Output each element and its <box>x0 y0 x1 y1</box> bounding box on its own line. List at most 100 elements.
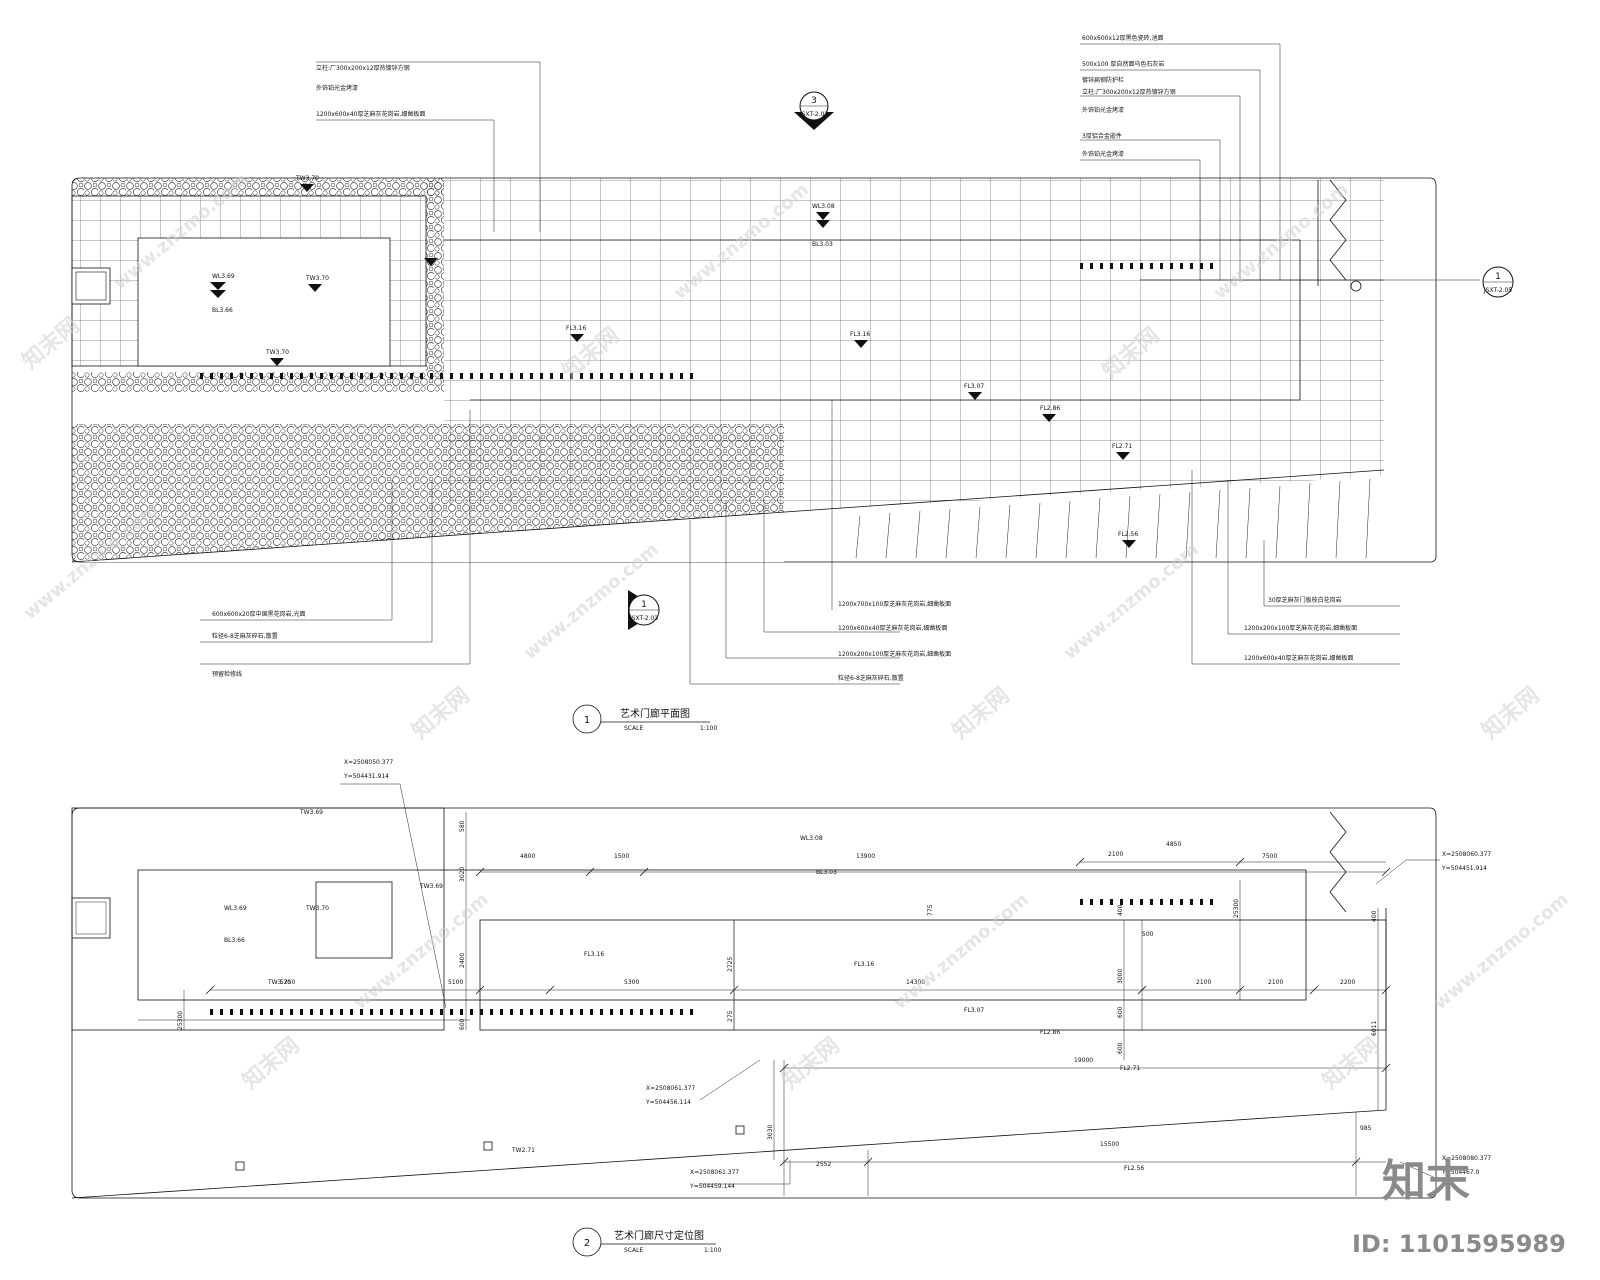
callout-tr-3: 立柱:厂300x200x12厚热镀锌方钢 <box>1082 88 1176 96</box>
coord-1-y: Y=504451.914 <box>1441 865 1487 872</box>
dim-985: 985 <box>1360 1125 1372 1132</box>
plan-post-circle <box>1350 280 1362 292</box>
watermark-url-8: www.znzmo.com <box>890 889 1033 1014</box>
section-mark-1b-num: 1 <box>641 600 647 610</box>
dims-level-labels: TW3.69 WL3.08 BL3.03 TW3.69 WL3.69 BL3.6… <box>224 809 1144 1172</box>
dim-5100: 5100 <box>448 979 463 986</box>
plan-title-block: 1 艺术门廊平面图 SCALE 1:100 <box>572 704 717 734</box>
dimension-drawing: 4800 1500 13900 2100 4850 7500 5250 5100… <box>71 759 1491 1257</box>
section-mark-1r-num: 1 <box>1495 272 1501 282</box>
dim-19000: 19000 <box>1074 1057 1093 1064</box>
plan-pebble-strip <box>72 372 444 392</box>
callout-bl-1: 粒径6-8芝麻灰碎石,散置 <box>212 632 278 640</box>
dim-600c: 600 <box>459 1018 466 1030</box>
callout-br-1: 1200x200x100厚芝麻灰花岗岩,细凿板面 <box>1244 624 1357 632</box>
coord-3-y: Y=504459.144 <box>689 1183 735 1190</box>
dim-5300: 5300 <box>624 979 639 986</box>
dims-level-8: FL3.16 <box>584 951 604 958</box>
dim-775: 775 <box>927 904 934 916</box>
dims-vertical-labels: 580 3020 2400 775 2725 275 400 500 3000 … <box>177 820 1378 1140</box>
dim-400b: 400 <box>1371 910 1378 922</box>
plan-level-label-bl303: BL3.03 <box>812 241 833 248</box>
coord-2-y: Y=504456.114 <box>645 1099 691 1106</box>
plan-diagonal-edge <box>71 469 1385 563</box>
dim-4800: 4800 <box>520 853 535 860</box>
plan-title: 艺术门廊平面图 <box>620 707 690 720</box>
dim-2400: 2400 <box>459 953 466 968</box>
dims-level-1: WL3.08 <box>800 835 823 842</box>
plan-level-label-fl307: FL3.07 <box>964 383 984 390</box>
callout-bm-0: 1200x700x100厚芝麻灰花岗岩,细凿板面 <box>838 600 951 608</box>
dims-level-2: BL3.03 <box>816 869 837 876</box>
plan-leaders <box>200 43 1480 685</box>
watermark-cn-9: 知末网 <box>1317 1032 1384 1094</box>
plan-planting-zigzag <box>1329 179 1347 281</box>
plan-callouts-top-right: 600x600x12厚黑色瓷砖,池面 500x100 厚自然面乌色石灰岩 镀锌扁… <box>1082 34 1176 158</box>
dim-400: 400 <box>1117 904 1124 916</box>
dim-2200: 2200 <box>1340 979 1355 986</box>
coord-4-x: X=2508080.377 <box>1442 1155 1491 1162</box>
coord-1-x: X=2508060.377 <box>1442 851 1491 858</box>
dim-3000: 3000 <box>1117 969 1124 984</box>
dim-580: 580 <box>459 820 466 832</box>
callout-tr-6: 外饰铂光金烤漆 <box>1082 150 1124 158</box>
coord-3-x: X=2508061.377 <box>690 1169 739 1176</box>
image-id-label: ID: 1101595989 <box>1352 1230 1566 1258</box>
dims-ticks <box>205 857 1391 1167</box>
section-mark-3-ref: JSXT-2.02 <box>799 111 828 118</box>
dim-2100b: 2100 <box>1196 979 1211 986</box>
plan-small-box <box>71 267 111 305</box>
plan-level-label-fl286: FL2.86 <box>1040 405 1060 412</box>
dim-1500: 1500 <box>614 853 629 860</box>
plan-drawing: TW3.70 WL3.69 BL3.66 TW3.70 TW3.70 FL3.1… <box>71 34 1514 734</box>
callout-tr-0: 600x600x12厚黑色瓷砖,池面 <box>1082 34 1164 42</box>
callout-bm-1: 1200x600x40厚芝麻灰花岗岩,细凿板面 <box>838 624 947 632</box>
dim-3030: 3030 <box>767 1125 774 1140</box>
plan-small-box-inner <box>75 271 107 301</box>
dim-2725: 2725 <box>727 957 734 972</box>
dims-frame <box>71 807 1437 1199</box>
coord-2-x: X=2508061.377 <box>646 1085 695 1092</box>
dim-2100: 2100 <box>1108 851 1123 858</box>
plan-callouts-top-left: 立柱:厂300x200x12厚热镀锌方钢 外饰铂光金烤漆 1200x600x40… <box>316 64 425 118</box>
section-mark-1-right: 1 JSXT-2.05 <box>1482 266 1514 298</box>
dims-scale-label: SCALE <box>624 1247 643 1254</box>
callout-br-2: 1200x600x40厚芝麻灰花岗岩,细凿板面 <box>1244 654 1353 662</box>
dims-level-14: FL2.56 <box>1124 1165 1144 1172</box>
watermark-cn-6: 知末网 <box>1477 682 1544 744</box>
coord-4-y: Y=504467.0 <box>1441 1169 1480 1176</box>
watermark-url-6: www.znzmo.com <box>1060 539 1203 664</box>
dims-level-12: FL2.71 <box>1120 1065 1140 1072</box>
dims-level-3: TW3.69 <box>419 883 443 890</box>
watermark-cn-5: 知末网 <box>947 682 1014 744</box>
dims-post-row <box>138 899 1220 1021</box>
dim-14300: 14300 <box>906 979 925 986</box>
dim-6011: 6011 <box>1371 1021 1378 1036</box>
dims-diagonal-edge <box>71 1109 1387 1199</box>
dim-5250: 5250 <box>280 979 295 986</box>
plan-water-surface <box>137 237 391 367</box>
plan-level-markers <box>210 184 1136 548</box>
dims-level-11: FL2.86 <box>1040 1029 1060 1036</box>
dims-level-13: TW2.71 <box>511 1147 535 1154</box>
plan-callouts-bottom-left: 600x600x20厚中国黑花岗岩,光面 粒径6-8芝麻灰碎石,散置 预留检修线 <box>212 610 306 678</box>
dims-lines <box>183 783 1441 1185</box>
callout-bm-3: 粒径6-8芝麻灰碎石,散置 <box>838 674 904 682</box>
dims-title-block: 2 艺术门廊尺寸定位图 SCALE 1:100 <box>572 1227 721 1257</box>
dim-3020: 3020 <box>459 867 466 882</box>
plan-level-label-tw3: TW3.70 <box>265 349 289 356</box>
plan-slats <box>855 478 1371 559</box>
dims-level-9: FL3.16 <box>854 961 874 968</box>
dim-13900: 13900 <box>856 853 875 860</box>
dims-level-10: FL3.07 <box>964 1007 984 1014</box>
plan-level-label-tw2: TW3.70 <box>305 275 329 282</box>
plan-level-label-fl316b: FL3.16 <box>850 331 870 338</box>
dims-markers <box>235 1125 745 1171</box>
plan-level-label-wl308: WL3.08 <box>812 203 835 210</box>
plan-callouts-bottom-mid: 1200x700x100厚芝麻灰花岗岩,细凿板面 1200x600x40厚芝麻灰… <box>838 600 951 682</box>
plan-paving-grid <box>444 178 1384 376</box>
watermark-cn-4: 知末网 <box>407 682 474 744</box>
plan-level-label-fl271: FL2.71 <box>1112 443 1132 450</box>
dims-horizontal-labels: 4800 1500 13900 2100 4850 7500 5250 5100… <box>280 841 1372 1168</box>
